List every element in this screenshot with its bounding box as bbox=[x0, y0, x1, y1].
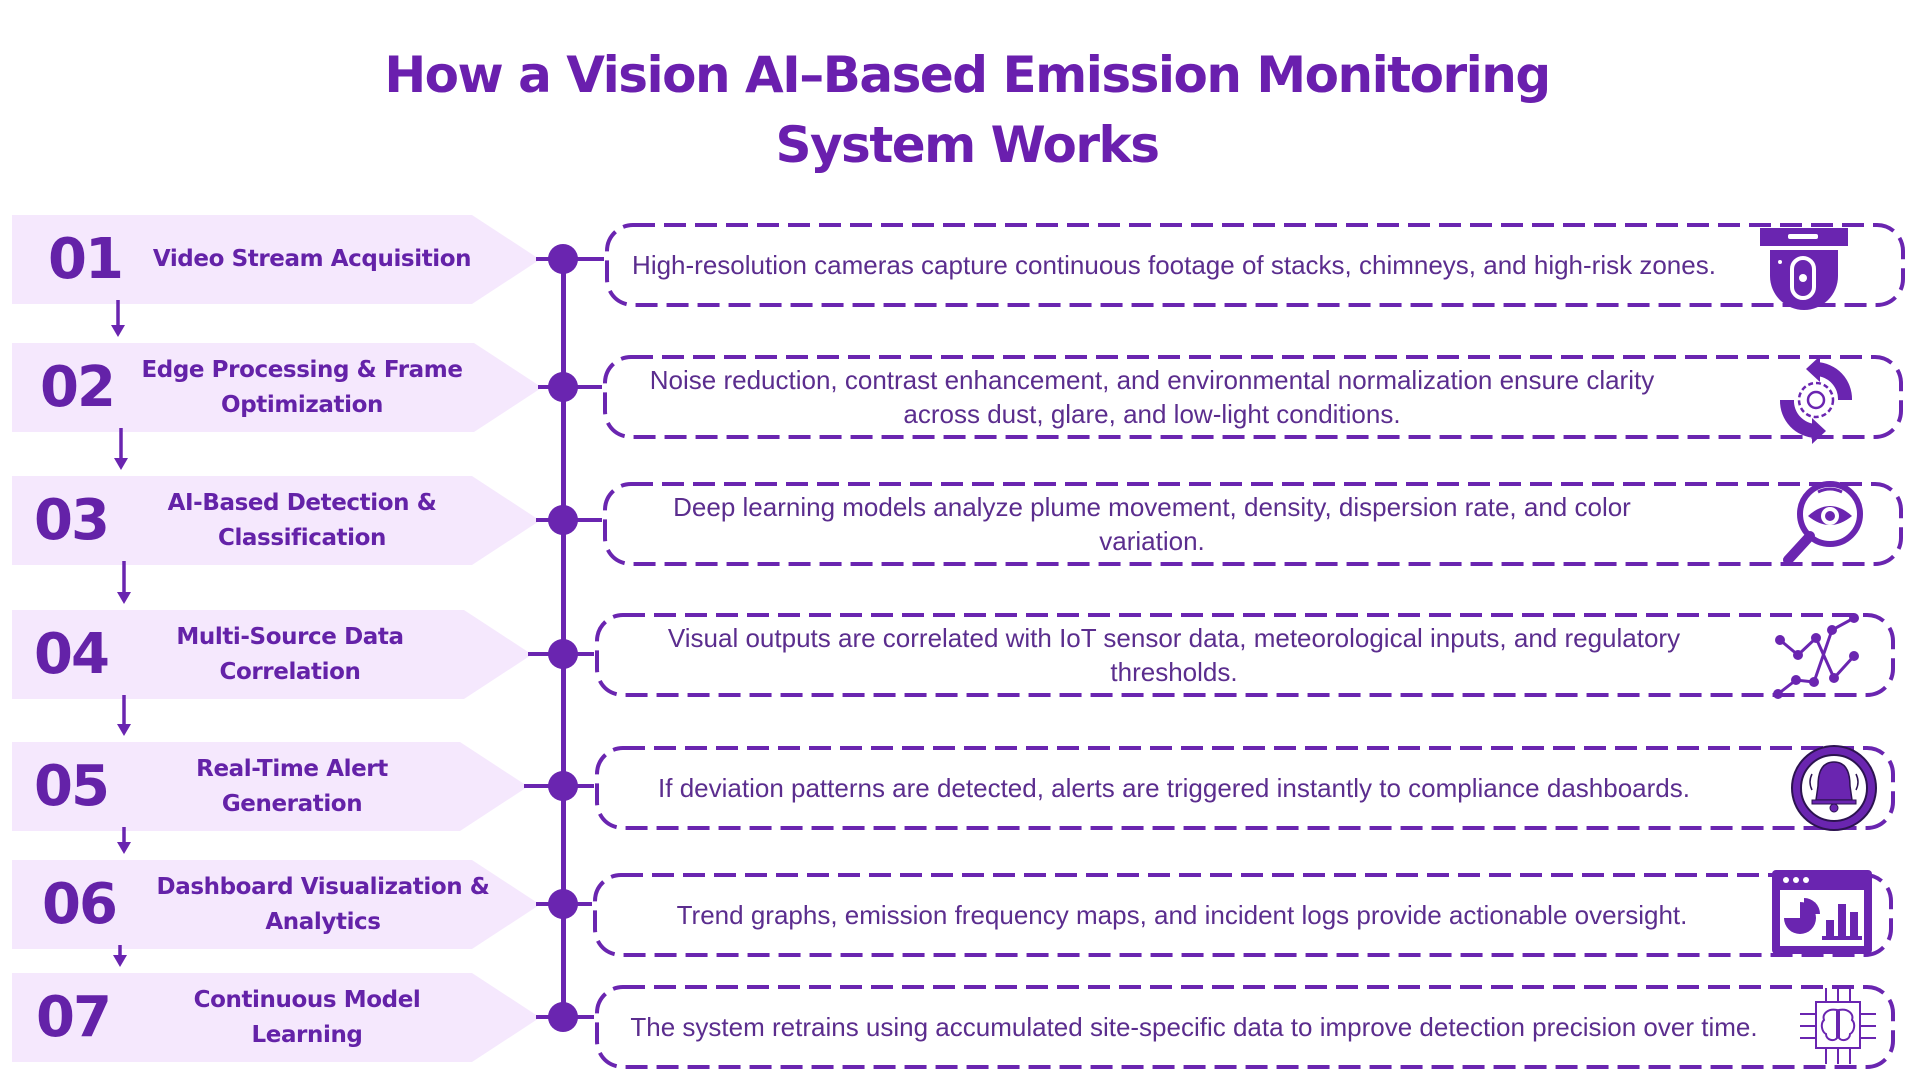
description-card: Deep learning models analyze plume movem… bbox=[602, 481, 1904, 567]
step-number: 04 bbox=[34, 622, 110, 687]
timeline-node bbox=[548, 889, 578, 919]
step-label: Dashboard Visualization & Analytics bbox=[156, 873, 490, 935]
dashed-border bbox=[595, 613, 1895, 697]
timeline-node bbox=[548, 771, 578, 801]
down-arrow-icon bbox=[111, 428, 131, 470]
step-description: Deep learning models analyze plume movem… bbox=[673, 492, 1631, 556]
step-number: 06 bbox=[42, 872, 118, 937]
connector-left bbox=[528, 652, 563, 656]
arrow-band-shape bbox=[12, 973, 540, 1062]
description-card: High-resolution cameras capture continuo… bbox=[604, 222, 1906, 308]
dashed-border bbox=[595, 985, 1895, 1069]
step-label: Edge Processing & Frame Optimization bbox=[141, 356, 463, 418]
connector-right bbox=[563, 652, 594, 656]
connector-right bbox=[563, 784, 594, 788]
dashed-border bbox=[603, 482, 1903, 566]
step-number: 03 bbox=[34, 488, 110, 553]
arrow-band-shape bbox=[12, 610, 532, 699]
down-arrow-icon bbox=[114, 695, 134, 736]
dashed-border bbox=[595, 746, 1895, 830]
connector-right bbox=[563, 385, 602, 389]
connector-left bbox=[524, 784, 563, 788]
connector-right bbox=[563, 257, 604, 261]
timeline-node bbox=[548, 639, 578, 669]
step-number: 07 bbox=[36, 985, 112, 1050]
step-description: The system retrains using accumulated si… bbox=[630, 1012, 1758, 1042]
description-card: Noise reduction, contrast enhancement, a… bbox=[602, 354, 1904, 440]
step-description: Noise reduction, contrast enhancement, a… bbox=[649, 365, 1655, 429]
arrow-band-shape bbox=[12, 343, 542, 432]
description-card: If deviation patterns are detected, aler… bbox=[594, 745, 1896, 831]
step-description: High-resolution cameras capture continuo… bbox=[632, 250, 1716, 280]
arrow-band-shape bbox=[12, 860, 540, 949]
step-label: Multi-Source Data Correlation bbox=[176, 623, 404, 685]
connector-right bbox=[563, 518, 602, 522]
step-number: 01 bbox=[48, 227, 124, 292]
down-arrow-icon bbox=[114, 827, 134, 854]
step-number: 02 bbox=[40, 355, 116, 420]
description-card: Visual outputs are correlated with IoT s… bbox=[594, 612, 1896, 698]
title-line-1: How a Vision AI–Based Emission Monitorin… bbox=[384, 46, 1551, 104]
step-band-02: 02 Edge Processing & Frame Optimization bbox=[12, 343, 542, 432]
down-arrow-icon bbox=[108, 300, 128, 337]
description-card: The system retrains using accumulated si… bbox=[594, 984, 1896, 1070]
step-description: If deviation patterns are detected, aler… bbox=[658, 773, 1690, 803]
dashed-border bbox=[605, 223, 1905, 307]
timeline-node bbox=[548, 1002, 578, 1032]
arrow-band-shape bbox=[12, 476, 540, 565]
timeline-node bbox=[548, 244, 578, 274]
step-description: Trend graphs, emission frequency maps, a… bbox=[676, 900, 1688, 930]
step-description: Visual outputs are correlated with IoT s… bbox=[667, 623, 1681, 687]
step-band-04: 04 Multi-Source Data Correlation bbox=[12, 610, 532, 699]
timeline-node bbox=[548, 505, 578, 535]
dashed-border bbox=[593, 873, 1893, 957]
down-arrow-icon bbox=[110, 945, 130, 967]
step-label: Video Stream Acquisition bbox=[152, 246, 472, 272]
security-camera-icon bbox=[1758, 224, 1850, 321]
dashed-border bbox=[603, 355, 1903, 439]
down-arrow-icon bbox=[114, 561, 134, 604]
eye-magnifier-icon bbox=[1778, 478, 1868, 573]
description-card: Trend graphs, emission frequency maps, a… bbox=[592, 872, 1894, 958]
step-band-03: 03 AI-Based Detection & Classification bbox=[12, 476, 540, 565]
step-band-06: 06 Dashboard Visualization & Analytics bbox=[12, 860, 540, 949]
step-label: Real-Time Alert Generation bbox=[196, 755, 388, 817]
step-label: Continuous Model Learning bbox=[193, 986, 421, 1048]
gear-refresh-icon bbox=[1776, 354, 1856, 449]
analytics-dashboard-icon bbox=[1770, 868, 1874, 961]
ai-chip-brain-icon bbox=[1798, 984, 1878, 1073]
title-line-2: System Works bbox=[775, 116, 1160, 174]
step-band-05: 05 Real-Time Alert Generation bbox=[12, 742, 528, 831]
arrow-band-shape bbox=[12, 742, 528, 831]
timeline-node bbox=[548, 372, 578, 402]
step-number: 05 bbox=[34, 754, 110, 819]
alarm-bell-icon bbox=[1788, 742, 1880, 839]
page-title: How a Vision AI–Based Emission Monitorin… bbox=[0, 40, 1920, 180]
connector-right bbox=[563, 1015, 594, 1019]
data-correlation-icon bbox=[1770, 612, 1860, 707]
arrow-band-shape bbox=[12, 215, 540, 304]
step-band-01: 01 Video Stream Acquisition bbox=[12, 215, 540, 304]
step-label: AI-Based Detection & Classification bbox=[167, 489, 437, 551]
step-band-07: 07 Continuous Model Learning bbox=[12, 973, 540, 1062]
